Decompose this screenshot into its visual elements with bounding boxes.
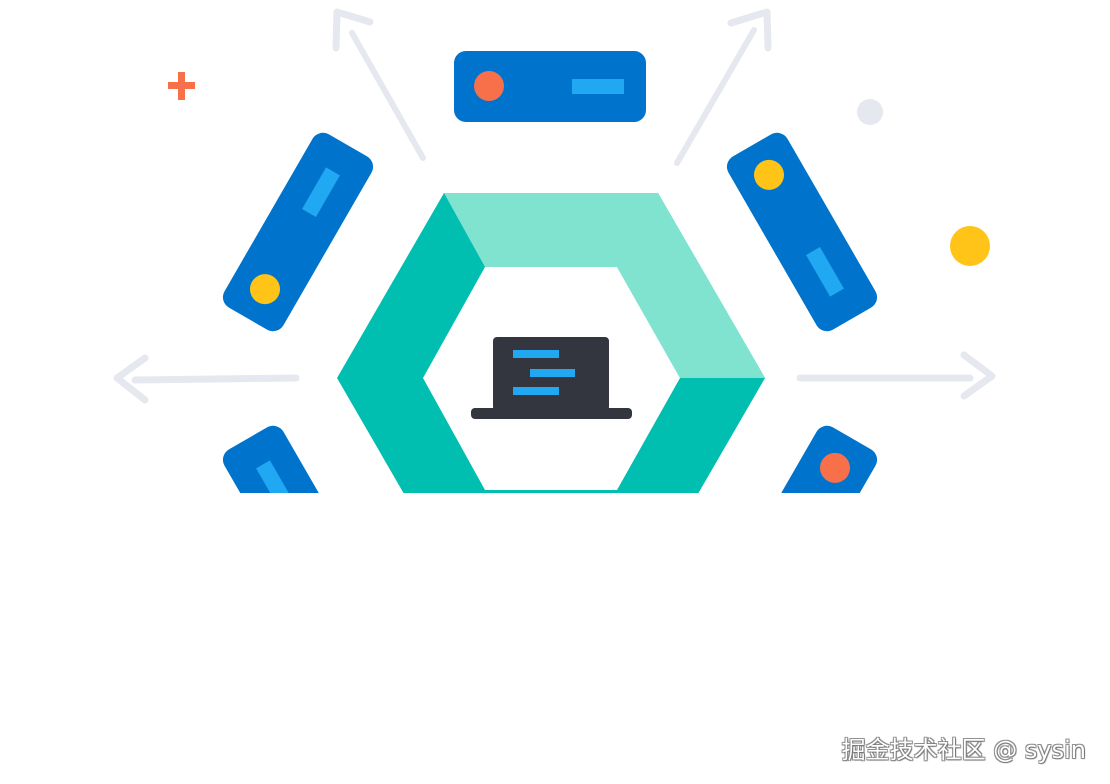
upper-left-pod: [222, 132, 374, 332]
up-left-arrow: [332, 8, 426, 161]
orange-dot-icon: [474, 71, 504, 101]
yellow-dot-icon: [250, 274, 280, 305]
yellow-dot-icon: [754, 159, 784, 190]
left-arrow: [113, 354, 300, 404]
illustration: [113, 8, 996, 493]
orange-dot-icon: [820, 452, 850, 483]
gray-dot: [857, 99, 883, 125]
laptop-icon: [471, 337, 632, 419]
right-arrow: [796, 351, 996, 400]
lower-left-pod: [222, 425, 374, 493]
top-pod: [454, 51, 646, 122]
upper-right-pod: [726, 132, 878, 332]
yellow-dot: [950, 226, 990, 266]
up-right-arrow: [674, 8, 772, 166]
plus-icon: [168, 72, 195, 100]
watermark-text: 掘金技术社区 @ sysin: [841, 736, 1086, 764]
lower-right-pod: [726, 425, 878, 493]
